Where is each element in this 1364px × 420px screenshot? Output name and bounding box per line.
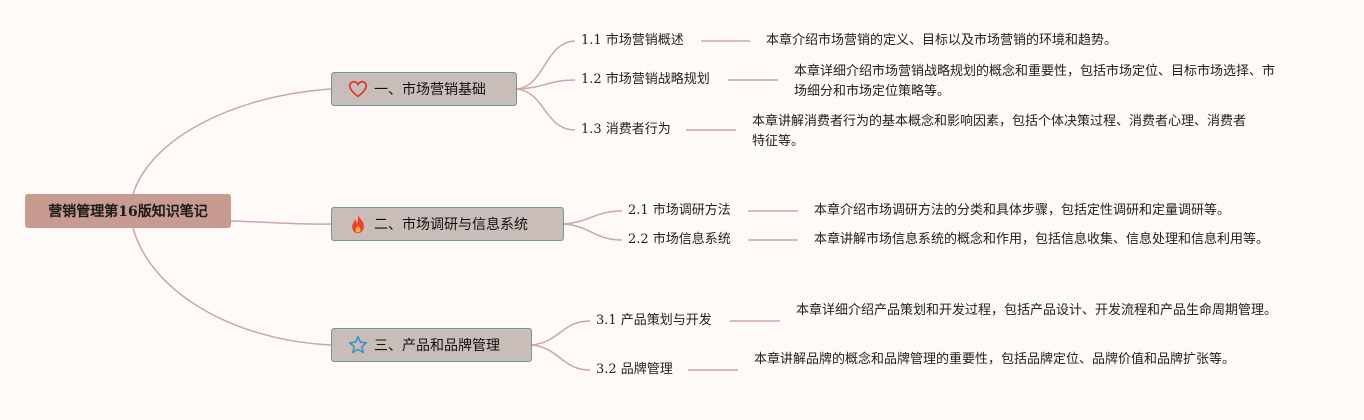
desc-3-1: 本章详细介绍产品策划和开发过程，包括产品设计、开发流程和产品生命周期管理。 xyxy=(796,303,1278,318)
root-node[interactable]: 营销管理第16版知识笔记 xyxy=(25,194,231,228)
branch-title: 一、市场营销基础 xyxy=(374,82,486,98)
link-b2-s1 xyxy=(563,210,623,225)
sub-node-3-2[interactable]: 3.2 品牌管理 xyxy=(596,362,673,377)
star-icon xyxy=(348,335,368,355)
desc-3-2: 本章讲解品牌的概念和品牌管理的重要性，包括品牌定位、品牌价值和品牌扩张等。 xyxy=(754,352,1236,367)
desc-1-1: 本章介绍市场营销的定义、目标以及市场营销的环境和趋势。 xyxy=(766,33,1118,48)
sub-node-2-1[interactable]: 2.1 市场调研方法 xyxy=(628,203,731,218)
branch-title: 三、产品和品牌管理 xyxy=(374,338,500,354)
branch-title: 二、市场调研与信息系统 xyxy=(374,217,528,233)
desc-2-1: 本章介绍市场调研方法的分类和具体步骤，包括定性调研和定量调研等。 xyxy=(814,203,1231,218)
desc-1-2: 本章详细介绍市场营销战略规划的概念和重要性，包括市场定位、目标市场选择、市场细分… xyxy=(794,64,1276,99)
branch-node-2[interactable]: 二、市场调研与信息系统 xyxy=(331,207,564,241)
link-root-branch-3 xyxy=(132,227,332,346)
branch-node-3[interactable]: 三、产品和品牌管理 xyxy=(331,328,532,362)
desc-1-3: 本章讲解消费者行为的基本概念和影响因素，包括个体决策过程、消费者心理、消费者特征… xyxy=(752,114,1247,149)
link-b3-s1 xyxy=(531,320,591,346)
sub-node-3-1[interactable]: 3.1 产品策划与开发 xyxy=(596,313,712,328)
desc-2-2: 本章讲解市场信息系统的概念和作用，包括信息收集、信息处理和信息利用等。 xyxy=(814,232,1270,247)
fire-icon xyxy=(348,214,368,234)
link-root-branch-1 xyxy=(132,88,332,195)
link-b3-s2 xyxy=(531,344,591,371)
heart-icon xyxy=(348,79,368,99)
link-b1-s1 xyxy=(516,40,576,90)
link-b1-s3 xyxy=(516,88,576,131)
root-title: 营销管理第16版知识笔记 xyxy=(48,204,208,220)
link-b2-s2 xyxy=(563,223,623,241)
sub-node-1-3[interactable]: 1.3 消费者行为 xyxy=(581,122,671,137)
sub-node-2-2[interactable]: 2.2 市场信息系统 xyxy=(628,232,731,247)
link-b1-s2 xyxy=(516,79,576,90)
sub-node-1-2[interactable]: 1.2 市场营销战略规划 xyxy=(581,72,710,87)
link-root-branch-2 xyxy=(230,220,332,225)
branch-node-1[interactable]: 一、市场营销基础 xyxy=(331,72,517,106)
sub-node-1-1[interactable]: 1.1 市场营销概述 xyxy=(581,33,684,48)
